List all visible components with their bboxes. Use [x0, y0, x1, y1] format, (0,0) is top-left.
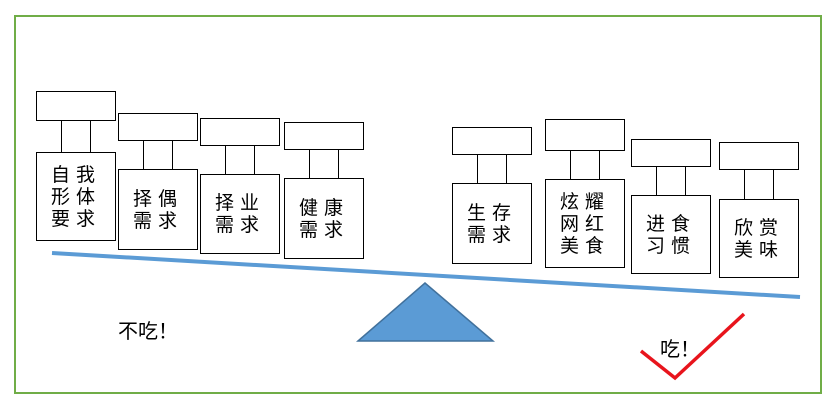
weight-label: 择业 需求	[214, 192, 265, 236]
weight-eating-habit: 进食 习惯	[631, 139, 711, 274]
verdict-dont-eat: 不吃！	[118, 319, 178, 343]
weight-neck	[570, 150, 600, 180]
weight-label: 自我 形体 要求	[50, 163, 101, 230]
weight-neck	[225, 145, 255, 175]
weight-body: 生存 需求	[452, 183, 532, 264]
weight-mate-selection-need: 择偶 需求	[118, 113, 198, 250]
weight-label: 进食 习惯	[645, 212, 696, 257]
weight-cap	[452, 127, 532, 155]
verdict-eat: 吃！	[660, 337, 700, 361]
fulcrum-triangle	[355, 282, 496, 342]
weight-body: 择偶 需求	[118, 169, 198, 250]
weight-health-need: 健康 需求	[284, 122, 364, 259]
weight-body: 进食 习惯	[631, 195, 711, 274]
weight-showoff-internet-food: 炫耀 网红 美食	[545, 119, 625, 268]
diagram-frame	[14, 15, 822, 394]
weight-body: 健康 需求	[284, 178, 364, 259]
weight-appreciate-taste: 欣赏 美味	[719, 142, 799, 278]
weight-cap	[545, 119, 625, 151]
weight-neck	[61, 120, 91, 153]
weight-career-choice-need: 择业 需求	[200, 118, 280, 254]
weight-cap	[118, 113, 198, 141]
weight-neck	[309, 149, 339, 179]
weight-neck	[744, 169, 774, 200]
weight-neck	[656, 166, 686, 196]
weight-label: 欣赏 美味	[733, 216, 784, 261]
weight-label: 健康 需求	[298, 196, 349, 241]
weight-body: 择业 需求	[200, 174, 280, 254]
weight-label: 炫耀 网红 美食	[559, 190, 610, 257]
weight-label: 择偶 需求	[132, 187, 183, 232]
weight-body: 炫耀 网红 美食	[545, 179, 625, 268]
weight-body: 欣赏 美味	[719, 199, 799, 278]
weight-cap	[631, 139, 711, 167]
weight-cap	[719, 142, 799, 170]
weight-survival-need: 生存 需求	[452, 127, 532, 264]
weight-label: 生存 需求	[466, 201, 517, 246]
weight-cap	[284, 122, 364, 150]
weight-self-body-requirement: 自我 形体 要求	[36, 91, 116, 241]
weight-cap	[36, 91, 116, 121]
weight-cap	[200, 118, 280, 146]
weight-body: 自我 形体 要求	[36, 152, 116, 241]
checkmark-icon	[639, 312, 746, 381]
weight-neck	[143, 140, 173, 170]
weight-neck	[477, 154, 507, 184]
balance-beam	[51, 251, 801, 299]
